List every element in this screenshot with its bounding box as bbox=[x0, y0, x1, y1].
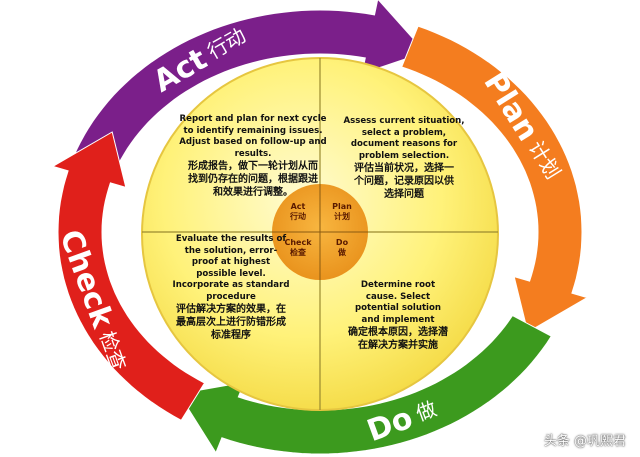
check-description-zh: 评估解决方案的效果，在最高层次上进行防错形成标准程序 bbox=[176, 304, 286, 341]
plan-description-zh: 评估当前状况，选择一个问题，记录原因以供选择问题 bbox=[354, 163, 454, 200]
do-description-zh: 确定根本原因，选择潜在解决方案并实施 bbox=[348, 327, 448, 351]
check-quadrant-text: Evaluate the results of the solution, er… bbox=[172, 234, 290, 342]
watermark: 头条 @巩熙君 bbox=[543, 434, 626, 449]
plan-arrow bbox=[401, 25, 589, 333]
plan-description-en: Assess current situation, select a probl… bbox=[343, 116, 465, 161]
do-arrow bbox=[178, 314, 553, 455]
act-description-zh: 形成报告，做下一轮计划从而找到仍存在的问题，根据跟进和效果进行调整。 bbox=[188, 161, 318, 198]
do-quadrant-text: Determine root cause. Select potential s… bbox=[338, 280, 458, 352]
act-quadrant-text: Report and plan for next cycle to identi… bbox=[178, 114, 328, 199]
act-arrow bbox=[73, 0, 427, 172]
check-arrow-label: Check检查 bbox=[53, 225, 136, 376]
act-description-en: Report and plan for next cycle to identi… bbox=[179, 114, 327, 159]
check-description-en: Evaluate the results of the solution, er… bbox=[172, 234, 290, 302]
plan-quadrant-text: Assess current situation, select a probl… bbox=[334, 116, 474, 201]
do-description-en: Determine root cause. Select potential s… bbox=[354, 280, 442, 325]
check-arrow bbox=[51, 131, 206, 421]
